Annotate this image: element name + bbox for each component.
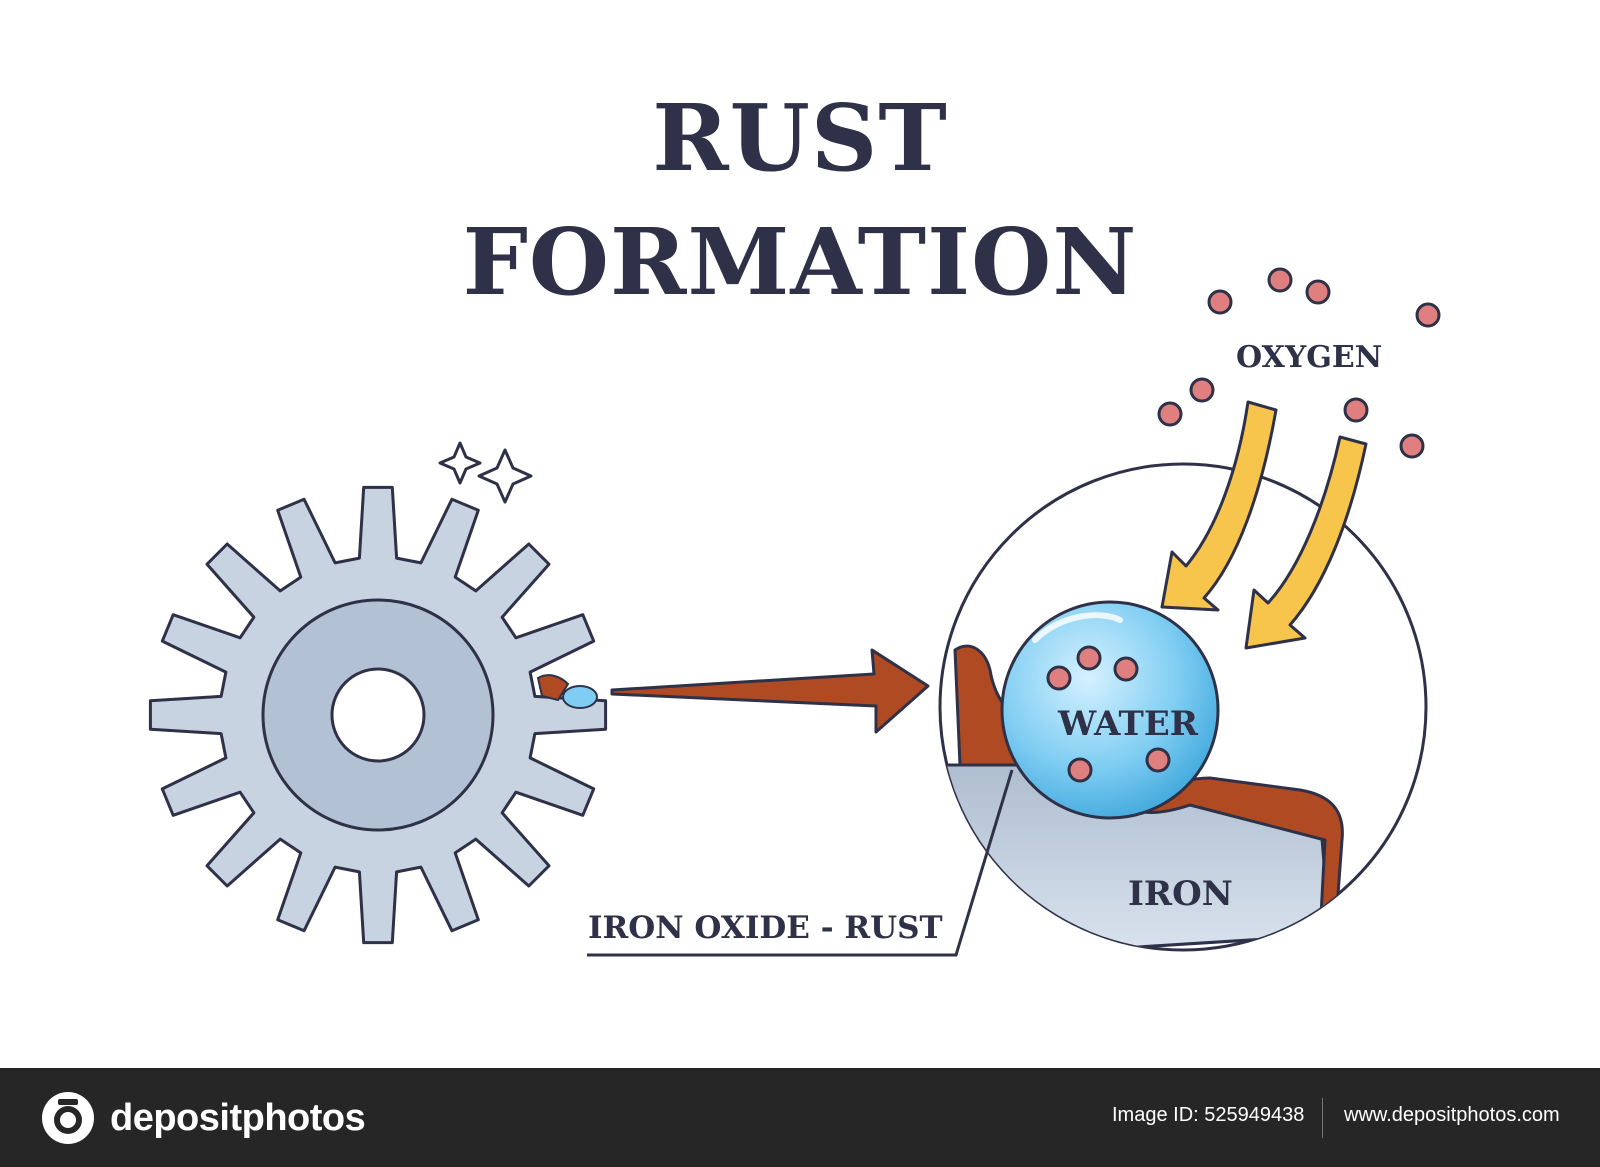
footer-divider — [1322, 1098, 1323, 1138]
arrow-right-icon — [610, 648, 930, 734]
rust-label: IRON OXIDE - RUST — [588, 910, 943, 946]
gear-hole — [330, 667, 426, 763]
brand[interactable]: depositphotos — [40, 1088, 366, 1148]
image-id: Image ID: 525949438 — [1112, 1104, 1305, 1126]
magnified-view — [938, 462, 1428, 952]
site-link[interactable]: www.depositphotos.com — [1344, 1104, 1560, 1126]
water-droplet-icon — [562, 685, 598, 709]
oxygen-in-water — [1046, 645, 1171, 783]
footer-bar: depositphotos Image ID: 525949438 www.de… — [0, 1068, 1600, 1167]
sparkle-icon — [438, 441, 533, 504]
oxygen-label: OXYGEN — [1236, 340, 1383, 375]
rust-leader-line — [587, 769, 1014, 957]
water-label: WATER — [1058, 704, 1199, 744]
rust-spot — [536, 674, 598, 709]
page-title-line2: FORMATION — [462, 208, 1138, 316]
page-title-line1: RUST — [652, 84, 948, 192]
rust-formation-diagram — [148, 267, 1441, 957]
camera-logo-icon — [42, 1092, 94, 1144]
oxygen-molecules — [1157, 267, 1441, 459]
gear-icon — [148, 485, 608, 945]
iron-label: IRON — [1128, 874, 1233, 914]
oxygen-flow-arrows — [1160, 400, 1368, 650]
brand-name: depositphotos — [110, 1096, 366, 1139]
